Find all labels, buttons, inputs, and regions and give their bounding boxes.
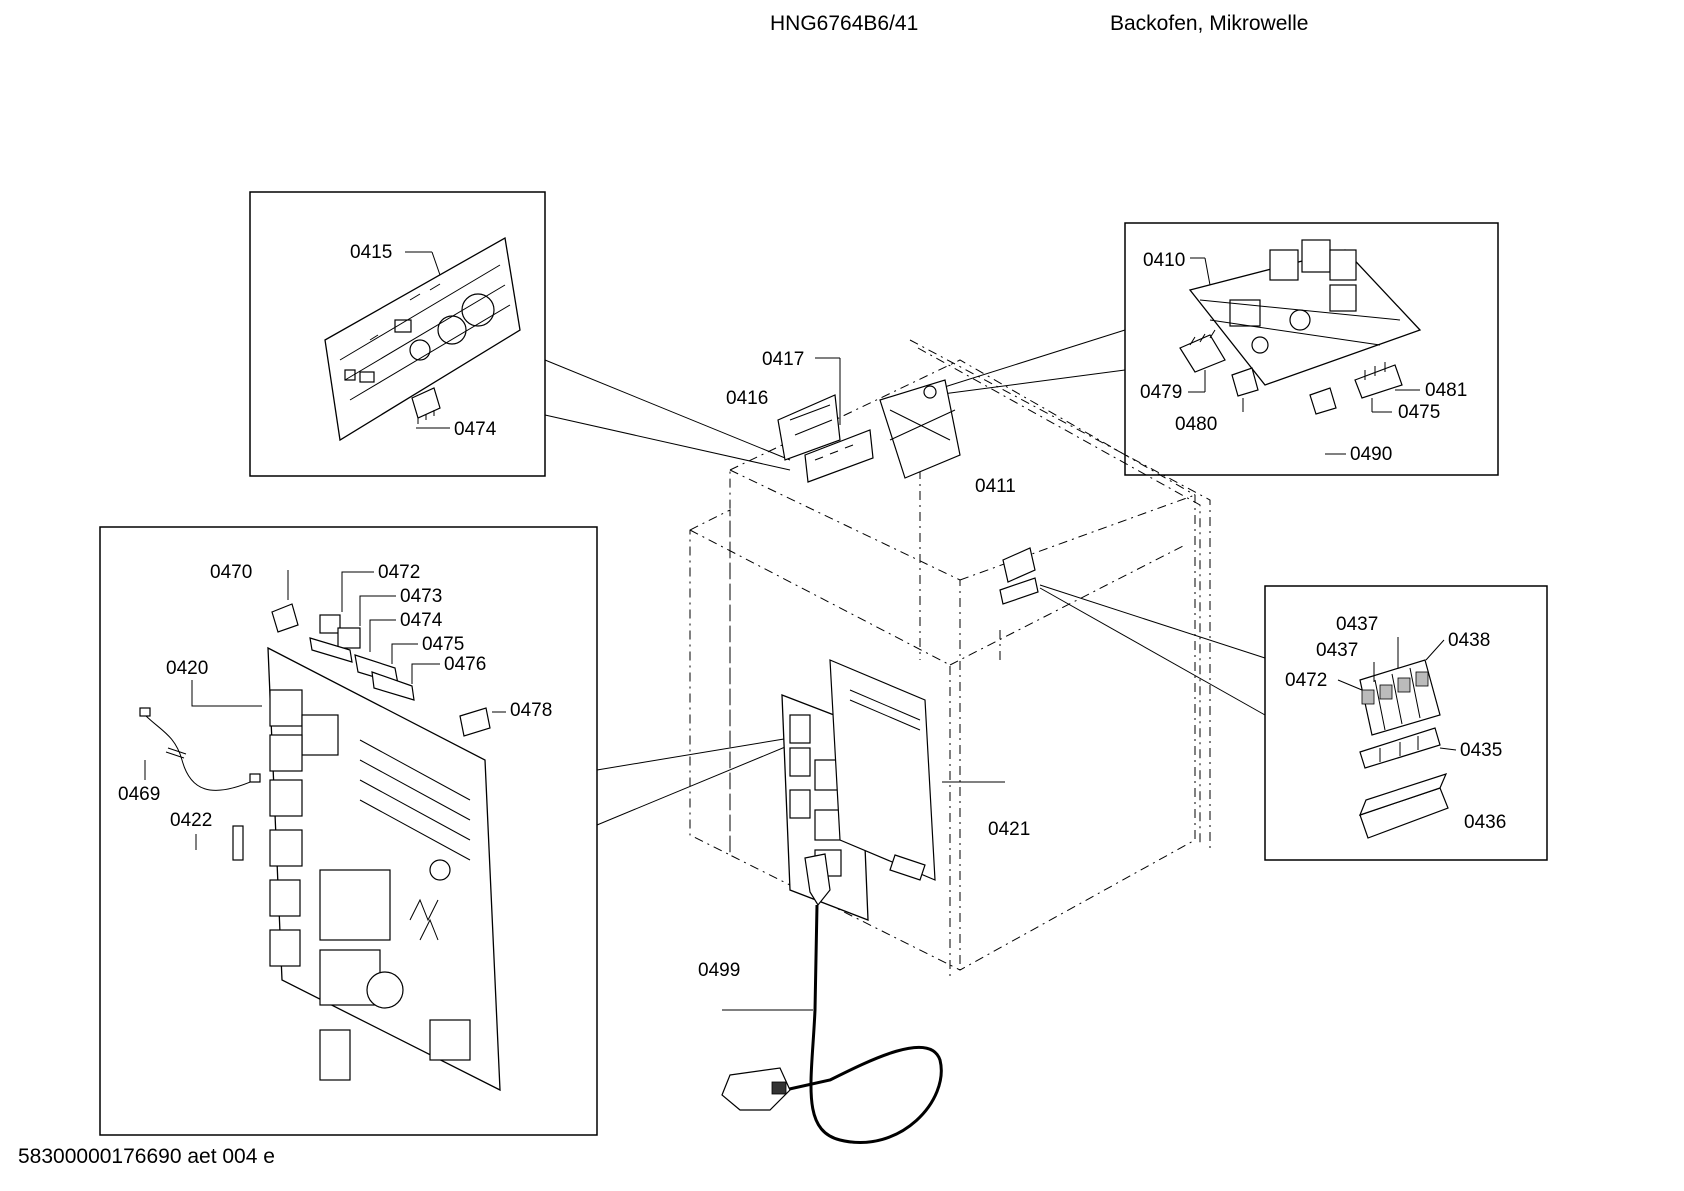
label-0437-top: 0437 [1336, 614, 1378, 635]
circuit-board-0410 [1188, 239, 1422, 386]
label-0422: 0422 [170, 810, 212, 831]
connector-0470 [271, 603, 299, 633]
label-0473: 0473 [400, 586, 442, 607]
label-0435: 0435 [1460, 740, 1502, 761]
fuse-0422 [232, 825, 244, 861]
appliance-description: Backofen, Mikrowelle [1110, 12, 1309, 35]
label-0470: 0470 [210, 562, 252, 583]
label-0499: 0499 [698, 960, 740, 981]
connector-0474-top [411, 387, 441, 424]
cover-0435 [1359, 727, 1441, 769]
label-0438: 0438 [1448, 630, 1490, 651]
connector-0476 [371, 671, 415, 701]
detail-box-0420 [99, 526, 598, 1136]
detail-box-0415 [249, 191, 546, 477]
circuit-board-0415 [324, 236, 521, 442]
board-0417 [804, 429, 874, 483]
connector-0473 [337, 627, 361, 649]
detail-box-0410 [1124, 222, 1499, 476]
relay-block-0437 [1359, 659, 1441, 736]
control-unit-0411 [879, 379, 961, 479]
label-0490: 0490 [1350, 444, 1392, 465]
connector-0479 [1179, 329, 1226, 373]
label-0415: 0415 [350, 242, 392, 263]
detail-box-0435 [1264, 585, 1548, 861]
label-0472-left: 0472 [378, 562, 420, 583]
label-0436: 0436 [1464, 812, 1506, 833]
label-0474-left: 0474 [400, 610, 443, 631]
main-board-0420 [267, 646, 501, 1092]
label-0481: 0481 [1425, 380, 1467, 401]
label-0417: 0417 [762, 349, 804, 370]
holder-0436 [1358, 773, 1449, 839]
oven-housing [689, 339, 1211, 980]
power-cord-0499 [721, 853, 943, 1144]
label-0474-top: 0474 [454, 419, 497, 440]
connector-0474-left [309, 637, 353, 663]
label-0411: 0411 [975, 476, 1016, 497]
label-0416: 0416 [726, 388, 768, 409]
label-0475-left: 0475 [422, 634, 464, 655]
label-0421: 0421 [988, 819, 1030, 840]
label-0479: 0479 [1140, 382, 1182, 403]
connector-0480 [1231, 367, 1259, 397]
document-id: 58300000176690 aet 004 e [18, 1145, 275, 1168]
label-0437-mid: 0437 [1316, 640, 1358, 661]
connector-0478 [459, 707, 491, 737]
power-board-0421 [781, 659, 936, 921]
connector-0475-right [1309, 387, 1337, 415]
label-0478: 0478 [510, 700, 552, 721]
label-0410: 0410 [1143, 250, 1185, 271]
label-0480: 0480 [1175, 414, 1217, 435]
connector-0481 [1354, 362, 1403, 399]
label-0469: 0469 [118, 784, 160, 805]
label-0476: 0476 [444, 654, 486, 675]
label-0472-right: 0472 [1285, 670, 1327, 691]
terminal-block-small [999, 547, 1039, 605]
control-module-0416 [777, 394, 841, 461]
label-0475-right: 0475 [1398, 402, 1440, 423]
label-0420: 0420 [166, 658, 208, 679]
connector-0472-left [319, 614, 341, 634]
cable-0469 [139, 707, 261, 791]
model-number: HNG6764B6/41 [770, 12, 919, 35]
